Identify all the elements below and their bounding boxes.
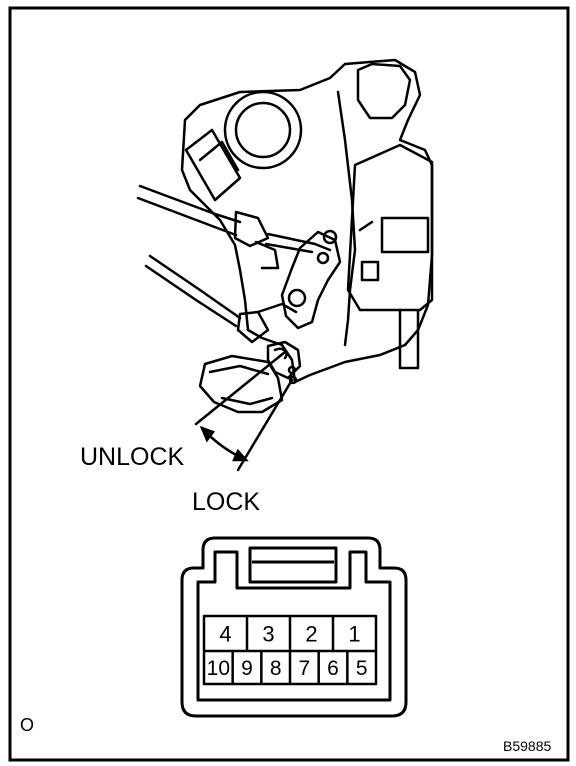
corner-mark: O (20, 715, 34, 735)
lock-position-line (236, 378, 294, 472)
pin-number-4: 4 (219, 621, 231, 646)
pin-number-6: 6 (327, 657, 339, 680)
connector-inner-shell (196, 550, 392, 702)
door-lock-assembly (136, 58, 434, 414)
connector-top-row: 4 3 2 1 (219, 616, 361, 651)
pin-number-7: 7 (298, 657, 310, 680)
figure-id: B59885 (503, 738, 551, 754)
pin-number-5: 5 (356, 657, 368, 680)
pin-number-8: 8 (270, 657, 282, 680)
rotation-indicator (194, 350, 294, 472)
pin-number-9: 9 (241, 657, 253, 680)
pin-number-2: 2 (305, 621, 317, 646)
connector-lock-tab (248, 546, 338, 584)
unlock-arrowhead (199, 425, 216, 443)
lock-arrowhead (232, 448, 249, 462)
pin-number-1: 1 (348, 621, 360, 646)
lock-label: LOCK (192, 488, 260, 516)
unlock-label: UNLOCK (80, 443, 185, 471)
pin-number-3: 3 (262, 621, 274, 646)
pin-number-10: 10 (207, 657, 230, 680)
connector-outer-shell (180, 536, 408, 718)
connector (180, 536, 408, 718)
figure-border (8, 6, 570, 762)
unlock-position-line (194, 350, 287, 426)
